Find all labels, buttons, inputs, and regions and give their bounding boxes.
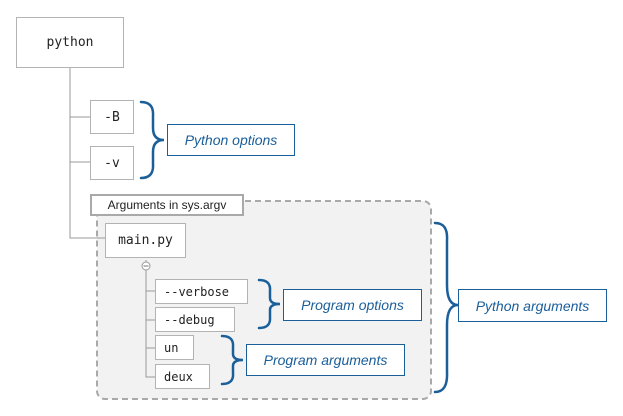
brace-python-arguments xyxy=(433,221,459,394)
python-node: python xyxy=(16,17,124,68)
program-options-text: Program options xyxy=(301,297,404,313)
deux-label: deux xyxy=(164,369,193,384)
verbose-label: --verbose xyxy=(164,284,230,299)
sys-argv-group-label: Arguments in sys.argv xyxy=(90,194,244,216)
deux-node: deux xyxy=(155,364,210,389)
debug-node: --debug xyxy=(155,307,235,332)
un-label: un xyxy=(164,340,179,355)
flag-b-node: -B xyxy=(90,100,134,134)
script-node: main.py xyxy=(105,223,186,258)
python-arguments-note: Python arguments xyxy=(458,289,607,322)
script-node-label: main.py xyxy=(118,233,173,248)
python-node-label: python xyxy=(46,35,94,50)
collapse-toggle xyxy=(141,261,151,271)
tree-connectors xyxy=(69,68,155,378)
program-arguments-text: Program arguments xyxy=(263,352,388,368)
un-node: un xyxy=(155,335,194,360)
brace-program-arguments xyxy=(220,334,244,386)
brace-program-options xyxy=(257,278,281,330)
python-arguments-text: Python arguments xyxy=(475,297,590,314)
verbose-node: --verbose xyxy=(155,279,248,304)
program-arguments-note: Program arguments xyxy=(246,344,405,376)
flag-v-label: -v xyxy=(104,155,120,171)
program-options-note: Program options xyxy=(283,289,422,321)
python-options-note: Python options xyxy=(167,124,295,156)
brace-python-options xyxy=(139,100,165,180)
flag-v-node: -v xyxy=(90,146,134,180)
flag-b-label: -B xyxy=(104,109,120,125)
python-options-text: Python options xyxy=(184,132,278,148)
debug-label: --debug xyxy=(164,312,215,327)
sys-argv-group-label-text: Arguments in sys.argv xyxy=(107,198,227,212)
